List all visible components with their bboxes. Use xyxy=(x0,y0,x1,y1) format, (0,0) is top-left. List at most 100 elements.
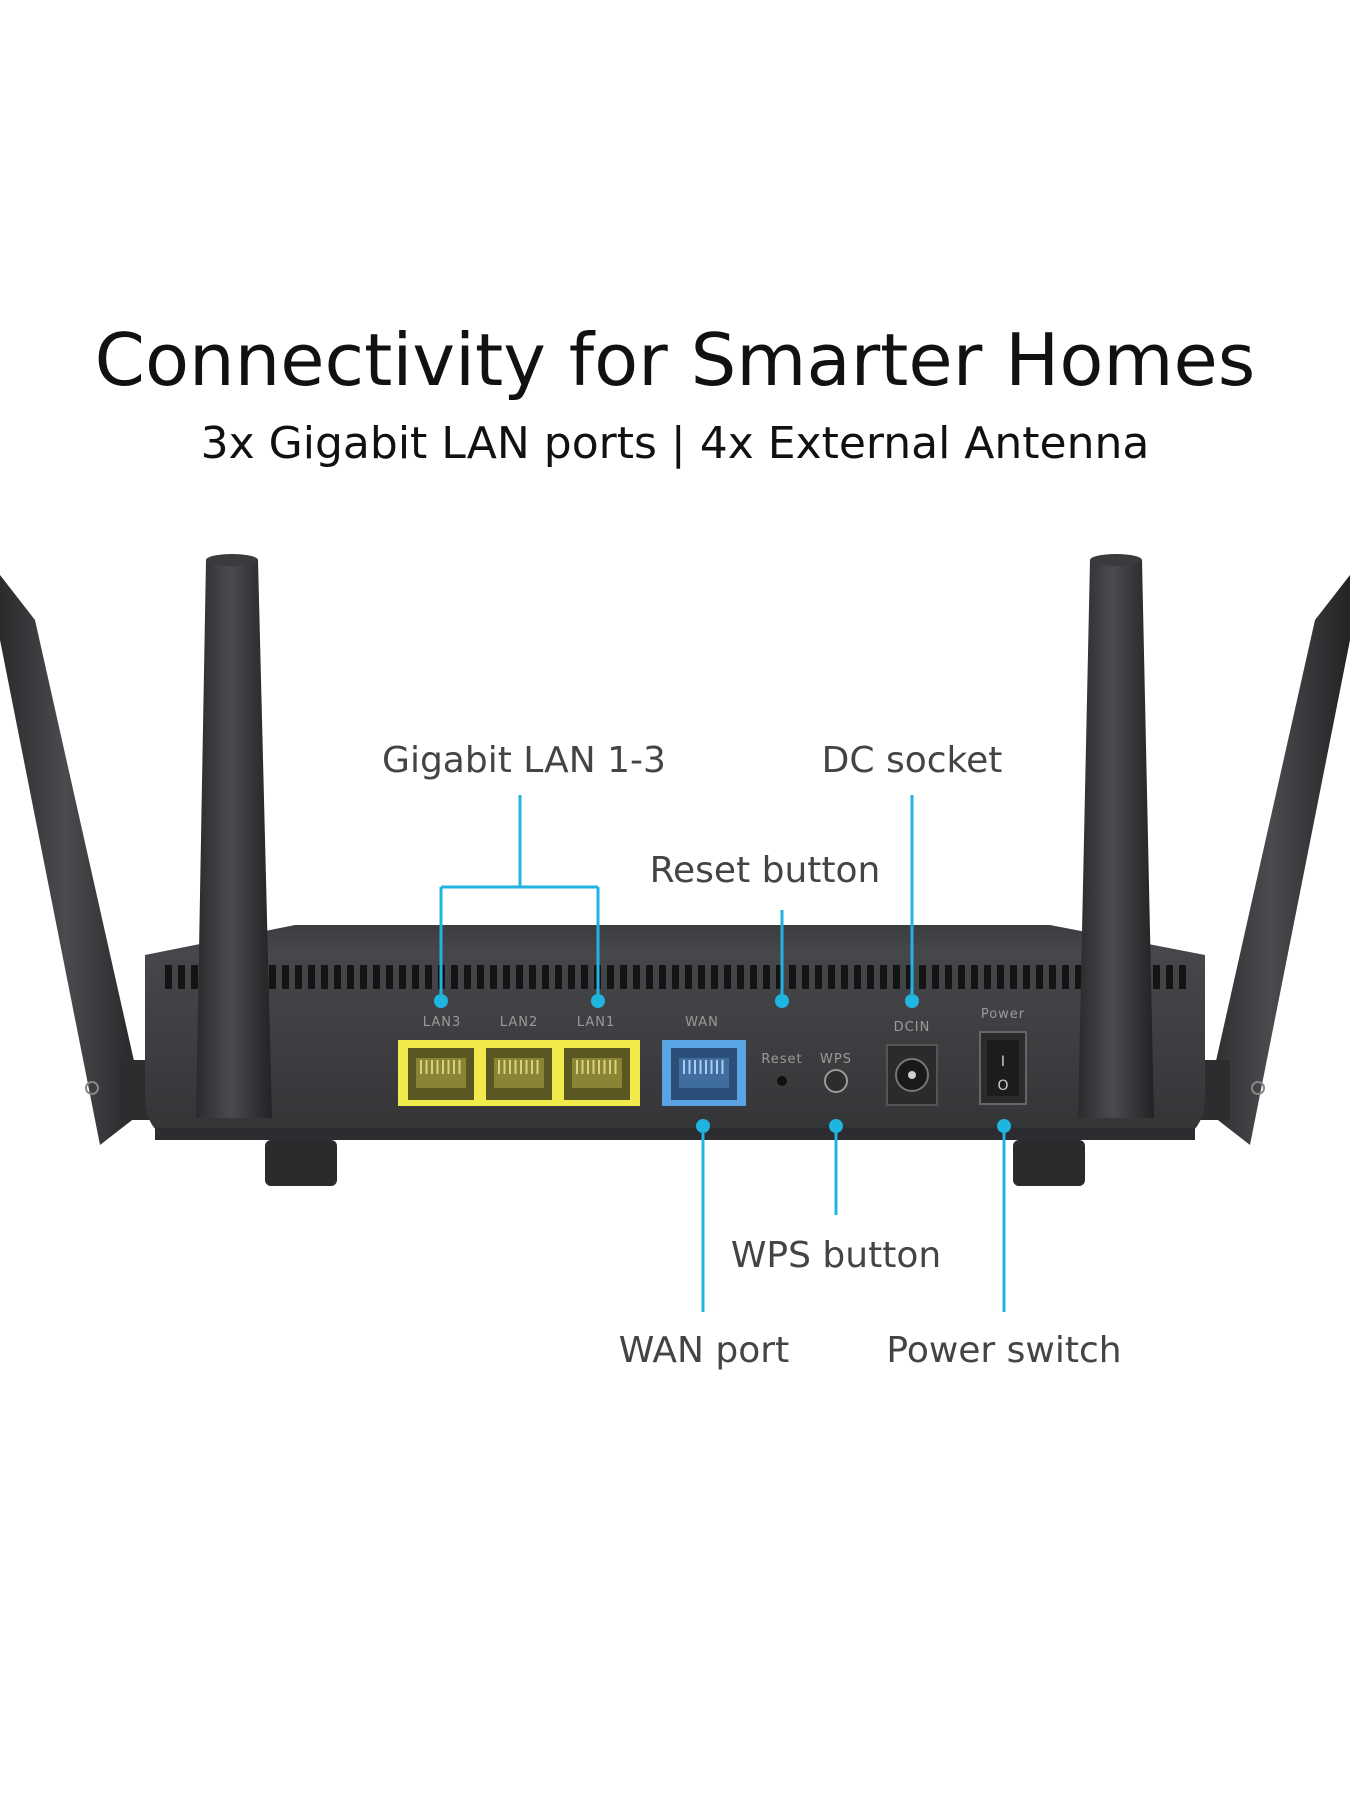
vent-slot xyxy=(503,965,510,989)
switch-off-mark: O xyxy=(997,1078,1008,1094)
antenna-right-inner xyxy=(1078,554,1154,1118)
callout-lines xyxy=(439,795,1006,1312)
vent-slot xyxy=(1075,965,1082,989)
vent-slot xyxy=(659,965,666,989)
vent-slot xyxy=(269,965,276,989)
vent-slot xyxy=(646,965,653,989)
lan-callout-label: Gigabit LAN 1-3 xyxy=(382,740,666,781)
vent-slot xyxy=(984,965,991,989)
vent-slot xyxy=(867,965,874,989)
vent-slot xyxy=(1062,965,1069,989)
vent-slot xyxy=(282,965,289,989)
page-title: Connectivity for Smarter Homes xyxy=(94,318,1256,402)
port-contact-pin xyxy=(598,1060,600,1074)
port-contact-pin xyxy=(458,1060,461,1074)
vent-slot xyxy=(1049,965,1056,989)
vent-slot xyxy=(633,965,640,989)
port-contact-pin xyxy=(420,1060,422,1074)
vent-slot xyxy=(542,965,549,989)
vent-slot xyxy=(529,965,536,989)
reset-silkscreen: Reset xyxy=(761,1052,802,1067)
vent-slot xyxy=(165,965,172,989)
port-contact-pin xyxy=(509,1060,511,1074)
reset-callout-label: Reset button xyxy=(650,850,881,891)
foot-right xyxy=(1013,1140,1085,1186)
power-silkscreen: Power xyxy=(981,1007,1025,1022)
vent-slot xyxy=(906,965,913,989)
port-contact-pin xyxy=(525,1060,528,1074)
vent-slot xyxy=(425,965,432,989)
antenna-left-inner xyxy=(196,554,272,1118)
antenna-right-outer xyxy=(1188,575,1350,1145)
vent-slot xyxy=(399,965,406,989)
port-contact-pin xyxy=(699,1060,702,1074)
lan3-port xyxy=(408,1048,474,1100)
vent-slot xyxy=(672,965,679,989)
port-contact-pin xyxy=(581,1060,584,1074)
vent-slot xyxy=(737,965,744,989)
vent-slot xyxy=(698,965,705,989)
wan-port xyxy=(662,1040,746,1106)
port-contact-pin xyxy=(431,1060,433,1074)
vent-slot xyxy=(451,965,458,989)
vent-slot xyxy=(763,965,770,989)
port-contact-pin xyxy=(498,1060,500,1074)
vent-slot xyxy=(1166,965,1173,989)
vent-slot xyxy=(178,965,185,989)
vent-slot xyxy=(516,965,523,989)
port-contact-pin xyxy=(710,1060,713,1074)
vent-slot xyxy=(386,965,393,989)
vent-slot xyxy=(191,965,198,989)
port-contact-pin xyxy=(587,1060,589,1074)
vent-slot xyxy=(347,965,354,989)
vent-slot xyxy=(919,965,926,989)
lan2-port xyxy=(486,1048,552,1100)
port-contact-pin xyxy=(614,1060,617,1074)
port-contact-pin xyxy=(503,1060,506,1074)
dcin-silkscreen: DCIN xyxy=(894,1020,931,1035)
vent-slot xyxy=(1023,965,1030,989)
power-switch: I O xyxy=(979,1031,1027,1105)
vent-slot xyxy=(373,965,380,989)
vent-slot xyxy=(1153,965,1160,989)
wps-callout-label: WPS button xyxy=(731,1235,941,1276)
port-contact-pin xyxy=(442,1060,444,1074)
port-contact-pin xyxy=(453,1060,455,1074)
port-contact-pin xyxy=(721,1060,724,1074)
vent-slot xyxy=(724,965,731,989)
vent-slot xyxy=(1179,965,1186,989)
vent-slot xyxy=(308,965,315,989)
vent-slot xyxy=(958,965,965,989)
vent-slot xyxy=(685,965,692,989)
lan2-silkscreen: LAN2 xyxy=(500,1015,538,1030)
dc-callout-label: DC socket xyxy=(822,740,1003,781)
callout-dots xyxy=(434,994,1011,1133)
vent-slot xyxy=(1010,965,1017,989)
wan-callout-label: WAN port xyxy=(619,1330,789,1371)
vent-slot xyxy=(568,965,575,989)
port-contact-pin xyxy=(694,1060,696,1074)
vent-slot xyxy=(828,965,835,989)
router-body xyxy=(145,925,1205,1140)
port-contact-pin xyxy=(592,1060,595,1074)
switch-on-mark: I xyxy=(1001,1054,1005,1070)
vent-slot xyxy=(555,965,562,989)
vent-slot xyxy=(841,965,848,989)
vent-slot xyxy=(620,965,627,989)
port-contact-pin xyxy=(609,1060,611,1074)
vent-slot xyxy=(932,965,939,989)
vent-slot xyxy=(802,965,809,989)
vent-slot xyxy=(880,965,887,989)
page-subtitle: 3x Gigabit LAN ports | 4x External Anten… xyxy=(200,418,1150,469)
wps-silkscreen: WPS xyxy=(820,1052,852,1067)
port-contact-pin xyxy=(514,1060,517,1074)
wan-silkscreen: WAN xyxy=(685,1015,719,1030)
vent-slot xyxy=(477,965,484,989)
vent-slot xyxy=(997,965,1004,989)
port-contact-pin xyxy=(688,1060,691,1074)
lan1-port xyxy=(564,1048,630,1100)
vent-slot xyxy=(893,965,900,989)
vent-slot xyxy=(581,965,588,989)
vent-slot xyxy=(945,965,952,989)
